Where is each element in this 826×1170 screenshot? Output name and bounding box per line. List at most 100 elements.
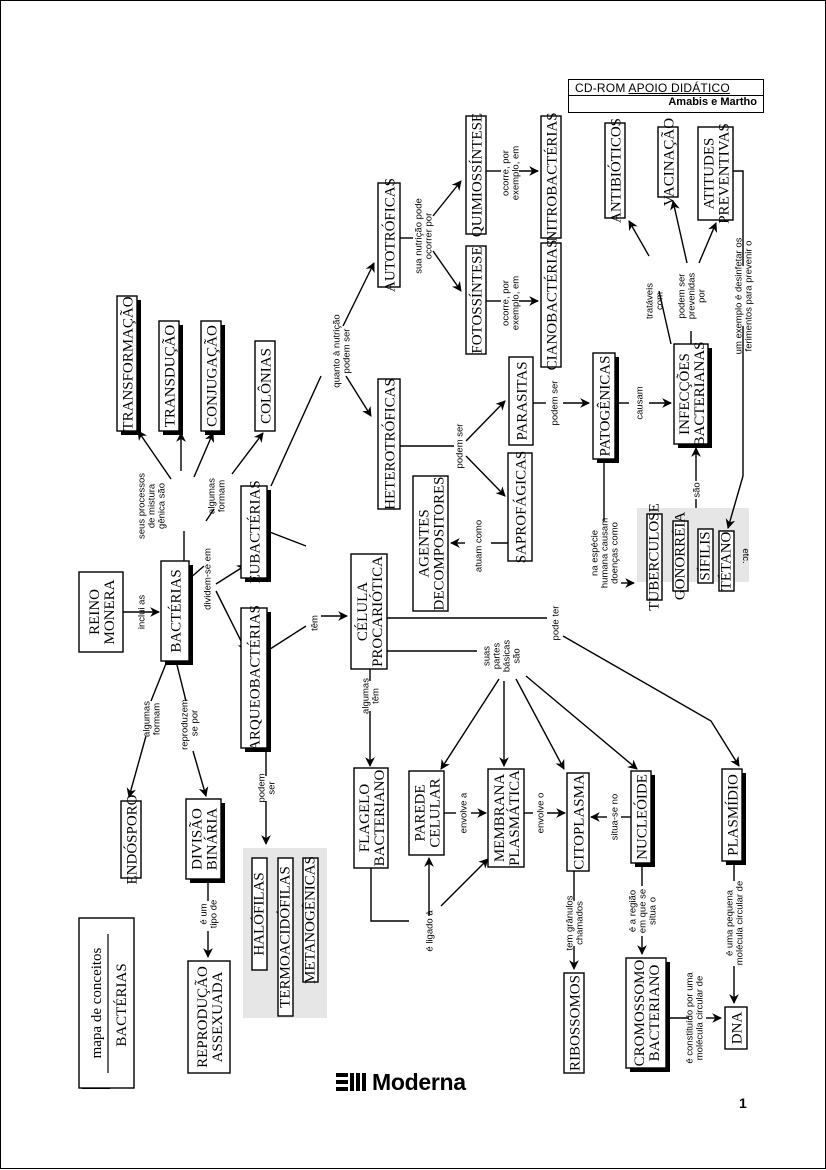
node-label-line: MEMBRANA [492, 774, 508, 863]
node-conjugacao: CONJUGAÇÃO [200, 320, 225, 435]
link-label-line: têm [310, 615, 321, 631]
node-label-line: FOTOSSÍNTESE [468, 246, 485, 353]
node-quimiossintese: QUIMIOSSÍNTESE [465, 113, 487, 237]
link-label-tem: têm [310, 615, 321, 631]
node-label-line: BACTÉRIAS [167, 569, 184, 652]
node-label-line: METANOGÊNICAS [302, 856, 319, 984]
link-label-line: podem [257, 773, 268, 802]
edge-bact-endosporo-a [150, 660, 168, 702]
link-label-line: sua nutrição pode [414, 198, 425, 274]
node-endosporo: ENDÓSPORO [120, 794, 142, 885]
link-label-line: formam [152, 703, 163, 735]
edge-flagelo-ligado [370, 868, 409, 922]
header-title-prefix: CD-ROM [575, 81, 629, 95]
link-label-suas-partes-basicas: suaspartesbásicassão [482, 640, 523, 672]
node-label: SÍFILIS [697, 531, 714, 580]
link-label-inclui-as: inclui as [137, 595, 148, 630]
node-label-line: HETEROTRÓFICAS [381, 378, 398, 510]
node-label-line: MONERA [102, 579, 118, 644]
node-label: DIVISÃOBINÁRIA [189, 808, 220, 871]
node-box [240, 607, 268, 749]
link-label-line: doenças como [610, 522, 621, 584]
node-label-line: ATITUDES [701, 138, 717, 210]
node-label: BACTÉRIAS [167, 569, 184, 652]
node-box [120, 800, 142, 879]
link-label-line: ser [267, 781, 278, 794]
edge-to-colonias [231, 432, 264, 475]
link-label-constituido-por: é constituído por umamolécula circular d… [685, 972, 706, 1064]
node-fotossintese: FOTOSSÍNTESE [465, 245, 487, 355]
edge-to-membrana-ligado [440, 858, 489, 907]
node-colonias: COLÔNIAS [254, 340, 276, 432]
link-label-sua-nutricao: sua nutrição podeocorrer por [414, 198, 435, 274]
map-title-line2: BACTÉRIAS [113, 963, 130, 1046]
link-label-dividem-se-em: dividem-se em [203, 548, 214, 610]
node-label-line: NITROBACTÉRIAS [543, 112, 560, 241]
node-metanogenicas: METANOGÊNICAS [302, 856, 319, 984]
node-label: ARQUEOBACTÉRIAS [246, 605, 263, 751]
link-label-line: tem grânulos [565, 895, 576, 950]
node-label: METANOGÊNICAS [302, 856, 319, 984]
edge-to-foto [432, 250, 462, 292]
node-label: PARASITAS [514, 361, 530, 440]
node-label: VACINAÇÃO [661, 118, 677, 206]
node-label: NITROBACTÉRIAS [543, 112, 560, 241]
link-label-line: ocorre, por [501, 150, 512, 196]
link-label-line: é a região [628, 890, 639, 932]
node-box [78, 571, 124, 653]
link-label-line: humana causam [600, 518, 611, 588]
node-box [350, 553, 388, 670]
node-label-line: HALÓFILAS [251, 872, 268, 955]
link-label-e-um-tipo-de: é umtipo de [199, 900, 220, 929]
node-label: DNA [729, 1012, 745, 1045]
node-label-line: INFECÇÕES [676, 353, 693, 435]
node-label-line: AGENTES [416, 509, 432, 577]
node-label-line: PREVENTIVAS [716, 123, 732, 224]
node-label-line: TRANSDUÇÃO [162, 325, 178, 428]
node-patogenicas: PATOGÊNICAS [592, 352, 619, 463]
link-label-line: situa o [648, 897, 659, 925]
node-tuberculose: TUBERCULOSE [646, 503, 663, 611]
link-label-line: tratáveis [645, 283, 656, 319]
node-box [251, 857, 268, 971]
node-box [630, 770, 652, 864]
link-label-algumas-tem: algumastêm [361, 678, 382, 714]
edge-to-conjugacao [193, 432, 215, 478]
node-label-line: ANTIBIÓTICOS [607, 118, 624, 223]
link-label-tem-granulos: tem grânuloschamados [565, 895, 586, 950]
node-label: HETEROTRÓFICAS [381, 378, 398, 510]
link-label-line: exemplo, em [511, 146, 522, 200]
node-etc: etc. [740, 548, 751, 563]
node-label: INFECÇÕESBACTERIANAS [676, 341, 708, 446]
link-label-algumas-formam-colonias: algumasformam [207, 478, 228, 514]
node-box [697, 528, 714, 584]
node-label-line: CELULAR [427, 778, 443, 847]
link-label-sao: são [692, 482, 703, 497]
edge-to-atitudes [698, 222, 718, 264]
node-box [625, 957, 667, 1069]
node-reproducao-assexuada: REPRODUÇÃOASSEXUADA [187, 960, 231, 1074]
edge-to-heterotroficas [345, 375, 372, 417]
node-box [508, 356, 534, 446]
link-label-line: reproduzem- [180, 696, 191, 750]
edge-atitudes-exemplo [733, 170, 744, 266]
node-label: NUCLEÓIDE [633, 774, 650, 860]
node-label-line: NUCLEÓIDE [633, 774, 650, 860]
node-transducao: TRANSDUÇÃO [158, 320, 183, 435]
node-box [673, 343, 709, 445]
node-label-line: CONJUGAÇÃO [204, 325, 220, 427]
node-label: HALÓFILAS [251, 872, 268, 955]
map-title-frame [78, 917, 135, 1089]
node-autotroficas: AUTOTRÓFICAS [377, 178, 401, 292]
node-label: TERMOACIDÓFILAS [277, 866, 294, 1008]
node-label-line: ARQUEOBACTÉRIAS [246, 605, 263, 751]
node-gonorreia: GONORRÉIA [672, 512, 689, 600]
node-box [672, 520, 689, 592]
link-label-line: podem ser [550, 381, 561, 426]
node-label: AGENTESDECOMPOSITORES [416, 477, 447, 611]
node-label-line: DECOMPOSITORES [431, 477, 447, 611]
edge-bact-colonias-a [205, 508, 215, 522]
edge-bact-reproduz-a [175, 660, 187, 702]
node-label: COLÔNIAS [257, 348, 274, 424]
